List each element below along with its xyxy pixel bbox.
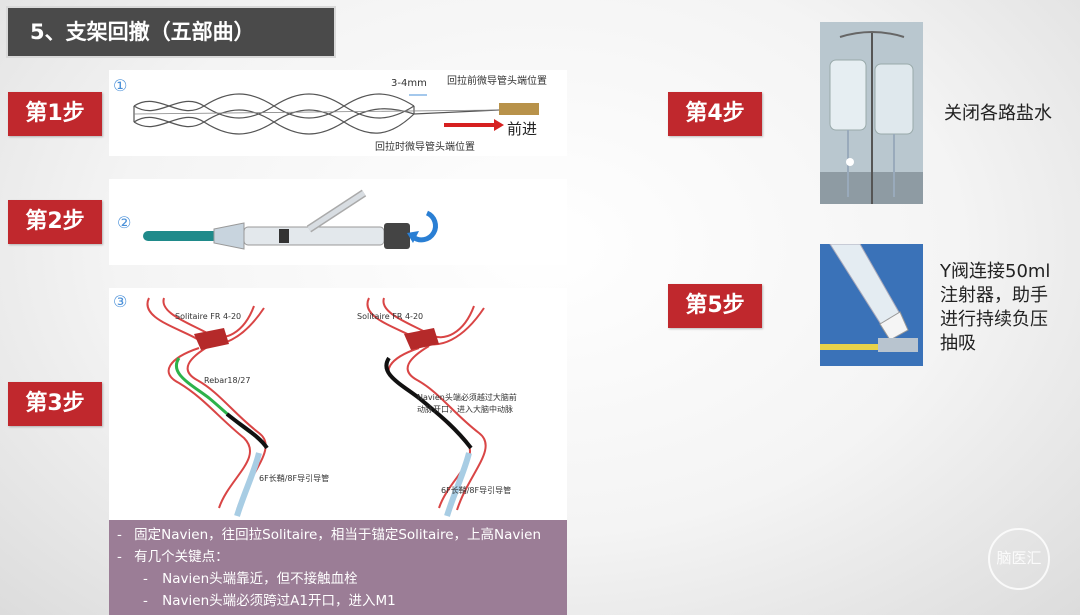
right-solitaire-label: Solitaire FR 4-20 [357, 312, 424, 321]
y-valve-diagram [143, 189, 438, 250]
syringe-illustration [820, 243, 923, 366]
note-text: 固定Navien，往回拉Solitaire，相当于锚定Solitaire，上高N… [134, 527, 542, 543]
step-5-text-line: 进行持续负压 [940, 309, 1048, 330]
right-guide-label: 6F长鞘/8F导引导管 [441, 486, 512, 495]
step-4-text: 关闭各路盐水 [944, 103, 1052, 124]
vessel-diagram [146, 297, 487, 517]
key-points-box: - 固定Navien，往回拉Solitaire，相当于锚定Solitaire，上… [109, 520, 567, 615]
step-4-label: 第4步 [668, 92, 762, 136]
panel-y-valve: ② [109, 179, 567, 265]
panel-stent-retract: ① 3-4mm 回拉前微导管头端位置 回拉时微导管头端位置 前进 [109, 70, 567, 156]
step-5-label: 第5步 [668, 284, 762, 328]
saline-bags-photo [820, 22, 923, 204]
step-5-text-line: 注射器，助手 [940, 285, 1048, 306]
panel-2-marker: ② [117, 213, 132, 232]
left-rebar-label: Rebar18/27 [204, 376, 251, 385]
label-3-4mm: 3-4mm [391, 78, 427, 89]
panel-1-marker: ① [113, 76, 128, 95]
watermark-logo: 脑医汇 [988, 528, 1050, 590]
step-3-label: 第3步 [8, 382, 102, 426]
microcatheter-tip [499, 103, 539, 115]
note-line: - Navien头端靠近，但不接触血栓 [117, 568, 559, 590]
label-before-retract: 回拉前微导管头端位置 [447, 76, 547, 87]
step-5-text-line: 抽吸 [940, 333, 976, 354]
note-text: 有几个关键点： [134, 549, 229, 565]
note-bullet: - [143, 571, 148, 587]
left-guide-label: 6F长鞘/8F导引导管 [259, 474, 330, 483]
label-during-retract: 回拉时微导管头端位置 [375, 142, 475, 153]
note-text: Navien头端靠近，但不接触血栓 [162, 571, 358, 587]
slide-title: 5、支架回撤（五部曲） [6, 6, 336, 58]
syringe-photo [820, 243, 923, 366]
left-solitaire-label: Solitaire FR 4-20 [175, 312, 242, 321]
step-1-label: 第1步 [8, 92, 102, 136]
note-line: - 有几个关键点： [117, 546, 559, 568]
note-bullet: - [117, 549, 122, 565]
note-line: - Navien头端必须跨过A1开口，进入M1 [117, 590, 559, 612]
label-forward: 前进 [507, 120, 538, 138]
saline-bags-illustration [820, 22, 923, 204]
step-2-label: 第2步 [8, 200, 102, 244]
note-bullet: - [117, 527, 122, 543]
right-note-line-2: 动脉开口，进入大脑中动脉 [417, 405, 513, 414]
step-5-text-line: Y阀连接50ml [940, 261, 1051, 282]
stent-diagram [133, 93, 539, 135]
note-text: Navien头端必须跨过A1开口，进入M1 [162, 593, 396, 609]
note-line: - 固定Navien，往回拉Solitaire，相当于锚定Solitaire，上… [117, 524, 559, 546]
step-5-text: Y阀连接50ml 注射器，助手 进行持续负压 抽吸 [940, 260, 1050, 356]
right-note-line-1: Navien头端必须越过大脑前 [417, 393, 517, 402]
panel-vessel-diagram: ③ Solitaire FR 4-20 Rebar18/27 6F长鞘/8F导引… [109, 288, 567, 520]
note-bullet: - [143, 593, 148, 609]
panel-3-marker: ③ [113, 292, 128, 311]
